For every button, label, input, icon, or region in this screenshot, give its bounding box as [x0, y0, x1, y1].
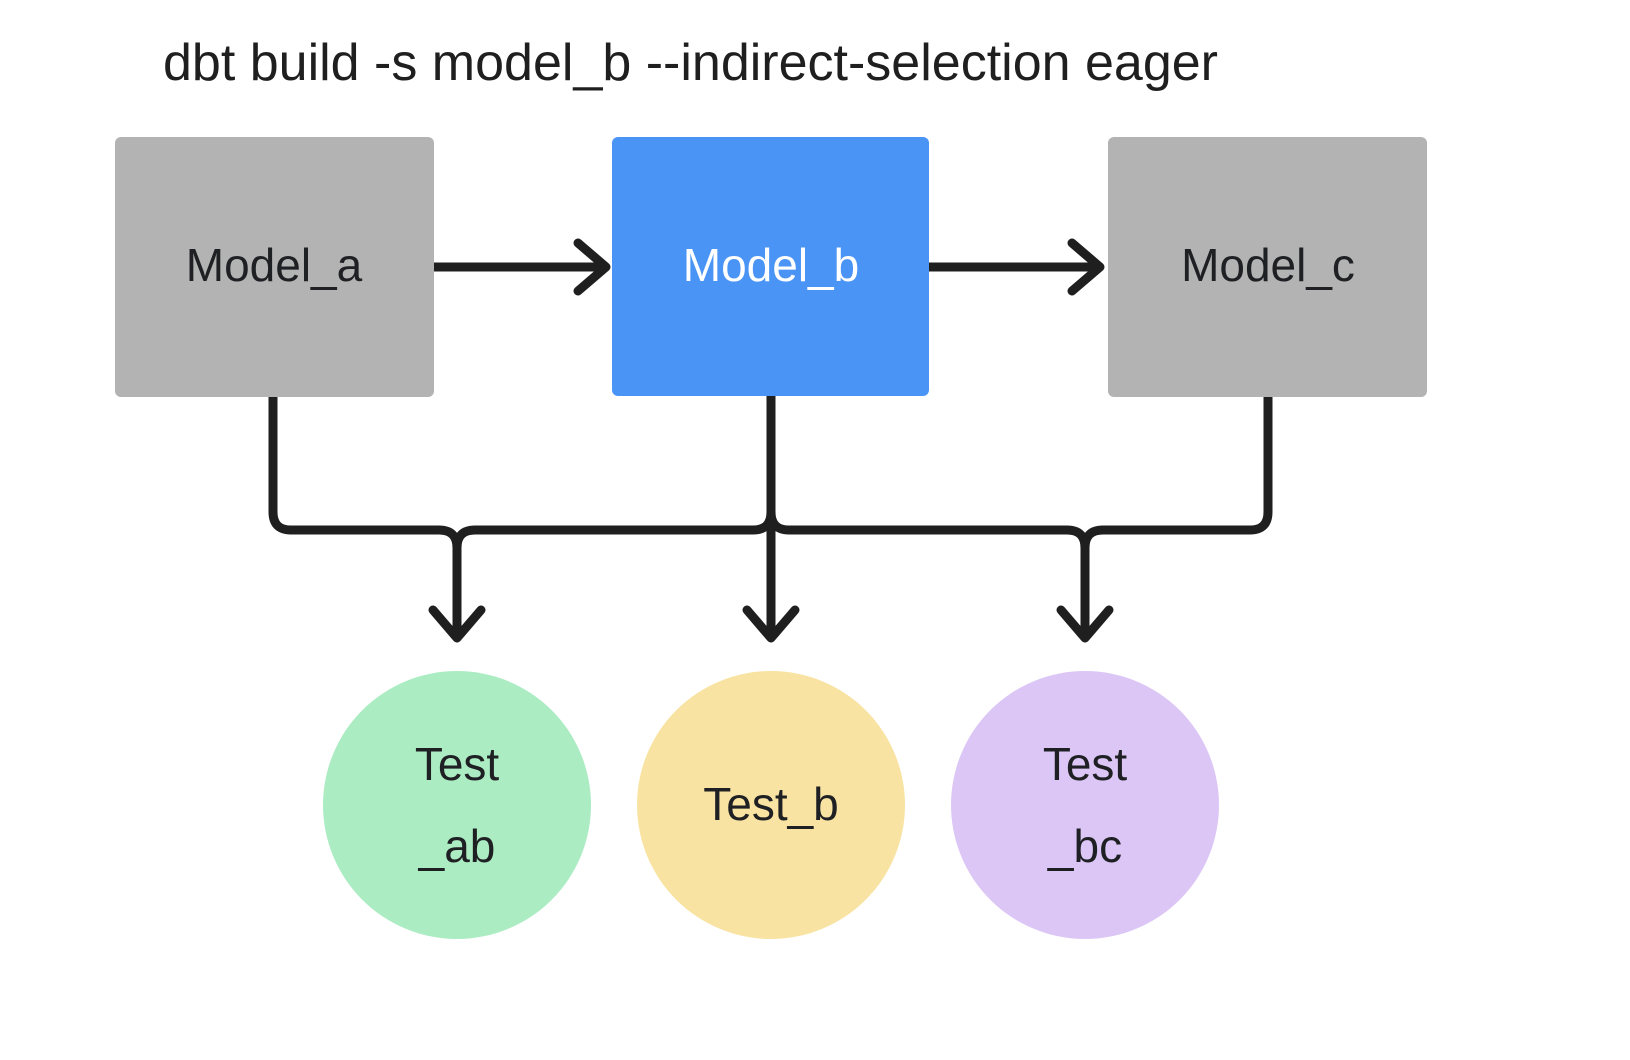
diagram-title: dbt build -s model_b --indirect-selectio… [163, 34, 1218, 92]
node-test-b-label-line1: Test_b [703, 778, 839, 830]
node-test-ab-label-line1: Test [415, 738, 500, 790]
edge-model-c-to-test-bc [1080, 392, 1273, 553]
node-model-a-label: Model_a [186, 239, 363, 291]
node-model-a[interactable]: Model_a [115, 137, 434, 397]
edge-model-b-to-test-bc [766, 392, 1114, 643]
node-test-bc-label-line1: Test [1043, 738, 1128, 790]
edge-model-a-to-test-ab [268, 392, 486, 643]
node-model-b-label: Model_b [683, 239, 859, 291]
edge-model-a-to-model-b [429, 238, 611, 296]
node-test-ab[interactable]: Test _ab [323, 671, 591, 939]
edge-layer [268, 238, 1273, 643]
node-test-b[interactable]: Test_b [637, 671, 905, 939]
edge-model-b-to-test-ab [452, 392, 776, 553]
node-test-b-shape[interactable] [637, 671, 905, 939]
node-model-c-label: Model_c [1181, 239, 1355, 291]
node-model-c-shape[interactable] [1108, 137, 1427, 397]
node-test-bc[interactable]: Test _bc [951, 671, 1219, 939]
node-test-ab-label-line2: _ab [418, 820, 496, 872]
node-test-bc-label-line2: _bc [1047, 820, 1122, 872]
node-model-b-shape[interactable] [612, 137, 929, 396]
node-model-a-shape[interactable] [115, 137, 434, 397]
node-test-bc-shape[interactable] [951, 671, 1219, 939]
node-test-ab-shape[interactable] [323, 671, 591, 939]
node-model-c[interactable]: Model_c [1108, 137, 1427, 397]
model-nodes-layer: Model_a Model_b Model_c [115, 137, 1427, 397]
edge-model-b-to-model-c [924, 238, 1105, 296]
test-nodes-layer: Test _ab Test_b Test _bc [323, 671, 1219, 939]
node-model-b[interactable]: Model_b [612, 137, 929, 396]
